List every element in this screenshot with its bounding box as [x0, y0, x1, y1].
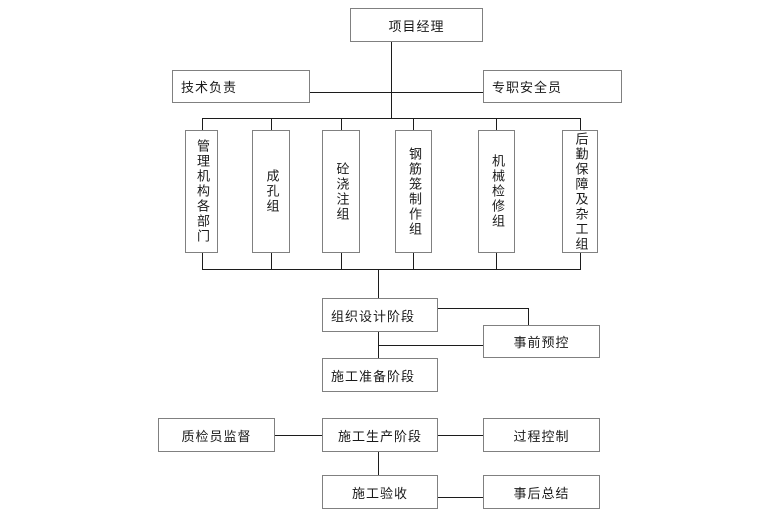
- qc-supervision-box: 质检员监督: [158, 418, 275, 452]
- pre-event-control-box: 事前预控: [483, 325, 600, 358]
- connector-distributor: [202, 118, 581, 119]
- production-phase-label: 施工生产阶段: [337, 429, 422, 445]
- safety-officer-box: 专职安全员: [483, 70, 622, 103]
- distributor-stub: [496, 118, 497, 131]
- technical-lead-label: 技术负责: [181, 81, 238, 96]
- team-label: 机械检修组: [489, 154, 504, 229]
- post-summary-label: 事后总结: [513, 486, 570, 502]
- collector-stub: [341, 253, 342, 270]
- connector-qc-production: [275, 435, 322, 436]
- team-label: 成孔组: [263, 169, 279, 214]
- team-box-hole-forming: 成孔组: [252, 130, 290, 253]
- collector-stub: [271, 253, 272, 270]
- prep-phase-label: 施工准备阶段: [331, 369, 416, 385]
- team-box-logistics-support: 后勤保障及杂工组: [562, 130, 598, 253]
- team-label: 钢筋笼制作组: [406, 146, 421, 237]
- team-box-rebar-cage: 钢筋笼制作组: [395, 130, 432, 253]
- distributor-stub: [580, 118, 581, 131]
- org-design-phase-label: 组织设计阶段: [331, 309, 416, 325]
- collector-stub: [413, 253, 414, 270]
- qc-supervision-label: 质检员监督: [181, 429, 252, 445]
- connector-collector: [202, 269, 581, 270]
- connector-production-acceptance: [378, 452, 379, 475]
- connector-production-process: [438, 435, 483, 436]
- process-control-label: 过程控制: [513, 429, 570, 445]
- technical-lead-box: 技术负责: [172, 70, 310, 103]
- distributor-stub: [202, 118, 203, 131]
- pre-event-control-label: 事前预控: [513, 336, 570, 351]
- connector-pm-axis: [391, 42, 392, 118]
- collector-stub: [202, 253, 203, 270]
- team-label: 管理机构各部门: [194, 139, 209, 244]
- connector-acceptance-summary: [438, 497, 483, 498]
- team-label: 后勤保障及杂工组: [572, 131, 588, 252]
- safety-officer-label: 专职安全员: [492, 81, 563, 96]
- production-phase-box: 施工生产阶段: [322, 418, 438, 452]
- project-manager-box: 项目经理: [350, 8, 483, 42]
- connector-design-precontrol-h: [438, 308, 529, 309]
- distributor-stub: [271, 118, 272, 131]
- post-summary-box: 事后总结: [483, 475, 600, 509]
- acceptance-box: 施工验收: [322, 475, 438, 509]
- process-control-box: 过程控制: [483, 418, 600, 452]
- collector-stub: [580, 253, 581, 270]
- org-design-phase-box: 组织设计阶段: [322, 298, 438, 332]
- connector-lead-safety: [310, 92, 483, 93]
- distributor-stub: [413, 118, 414, 131]
- acceptance-label: 施工验收: [351, 486, 408, 502]
- team-box-machinery-maintenance: 机械检修组: [478, 130, 515, 253]
- connector-design-precontrol-v: [528, 308, 529, 325]
- team-box-concrete-pouring: 砼浇注组: [322, 130, 360, 253]
- connector-collector-to-design: [378, 269, 379, 298]
- team-label: 砼浇注组: [333, 161, 349, 222]
- prep-phase-box: 施工准备阶段: [322, 358, 438, 392]
- team-box-management-departments: 管理机构各部门: [185, 130, 218, 253]
- connector-axis-to-precontrol: [378, 345, 483, 346]
- project-manager-label: 项目经理: [388, 19, 445, 35]
- distributor-stub: [341, 118, 342, 131]
- collector-stub: [496, 253, 497, 270]
